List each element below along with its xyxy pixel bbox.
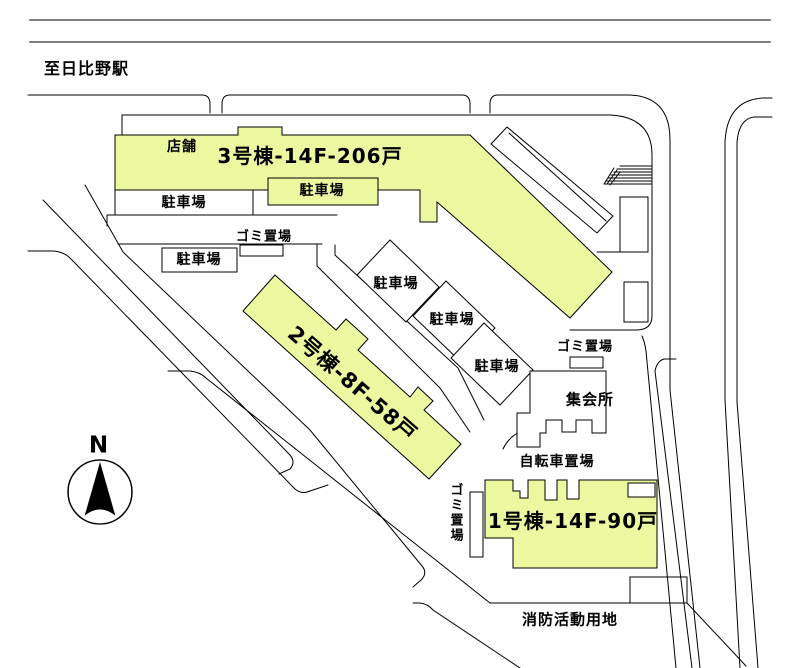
north-road-edge [489,94,701,668]
building-1-label: 1号棟-14F-90戸 [487,509,659,533]
building-2-outline [242,274,462,480]
east-entrance-structure [623,281,649,323]
building-1-roof-structure [627,482,656,498]
southwest-road-edge [167,370,491,604]
bicycle-parking-label: 自転車置場 [519,454,595,470]
garbage-station [469,491,484,558]
parking-label: 駐車場 [176,252,222,268]
east-road-edge [724,97,773,668]
north-road-edge [221,94,471,114]
east-road-edge [736,116,773,668]
garbage-label: ゴミ置場 [556,339,614,355]
parking-label: 駐車場 [474,359,520,375]
east-road-edge [654,358,693,668]
compass-north-label: N [88,432,110,459]
compass [67,459,133,525]
walkway-strip [106,214,338,245]
parking-area [114,189,254,216]
station-direction-label: 至日比野駅 [44,59,130,78]
parking-lot [356,239,440,323]
parking-area [161,247,238,273]
parking-lot [450,322,534,406]
parking-deck [267,177,379,206]
north-road-edge [27,94,211,114]
east-entrance-structure [619,196,649,253]
assembly-hall-label: 集会所 [565,390,615,409]
assembly-hall-outline [516,370,607,448]
garbage-label-vertical: ゴミ置場 [447,483,463,543]
southwest-road-edge [42,199,294,475]
parking-label: 駐車場 [161,195,207,211]
garbage-station [569,356,604,369]
footpath-edge [316,244,471,433]
annex-building-outline [490,126,614,234]
garbage-label: ゴミ置場 [235,229,293,245]
site-north-edge [121,114,653,331]
building-3-outline [114,126,613,319]
southwest-road-edge [412,602,521,668]
fire-activity-area-label: 消防活動用地 [521,610,619,629]
southwest-road-edge [27,250,329,494]
parking-label: 駐車場 [299,183,345,199]
building-3-annex-label: 店舗 [167,139,197,155]
southwest-road-edge [84,184,426,588]
fire-area-notch [629,576,688,604]
parking-label: 駐車場 [429,312,475,328]
garbage-station [239,244,284,257]
annex-building-inner-line [508,132,607,222]
building-3-label: 3号棟-14F-206戸 [217,144,403,168]
stairs-hatch [603,165,653,186]
east-road-edge [641,335,677,668]
building-1-outline [484,479,658,569]
parking-label: 駐車場 [373,276,419,292]
